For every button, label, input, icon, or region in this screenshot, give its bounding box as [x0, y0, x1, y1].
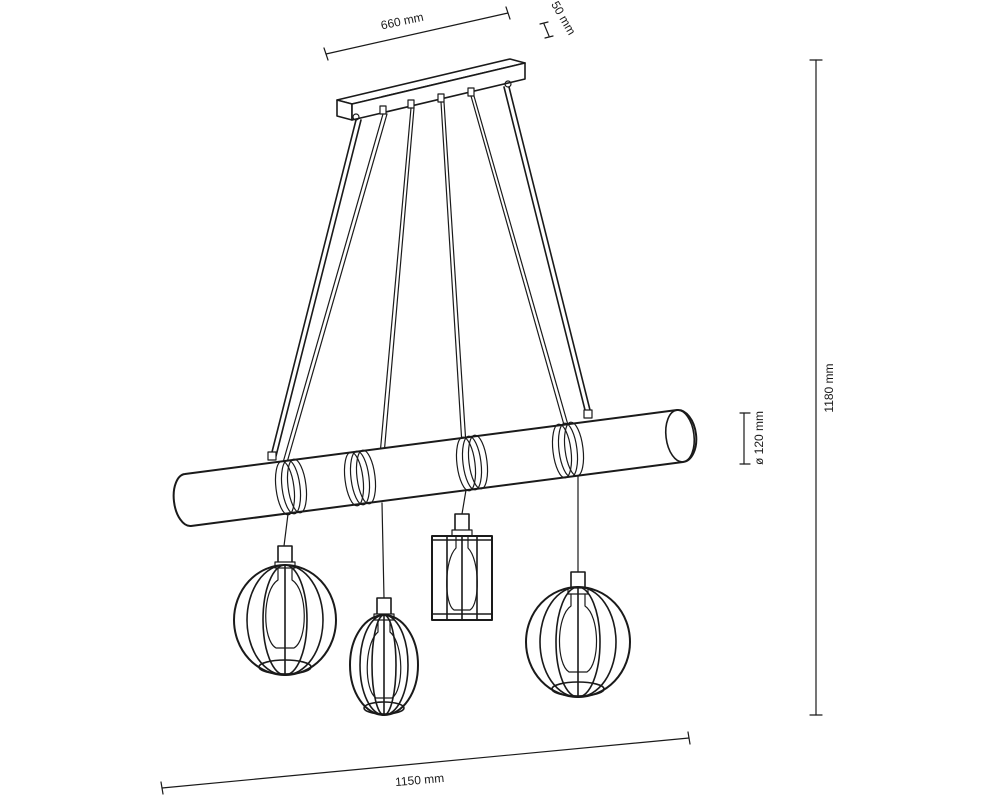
round-cage-shade-right — [525, 571, 631, 698]
ceiling-canopy — [336, 58, 526, 121]
pendant-cords-upper — [281, 95, 571, 467]
wooden-beam — [172, 408, 698, 528]
cord-wrap-3 — [455, 434, 489, 492]
oval-cage-shade — [349, 597, 419, 716]
round-cage-shade — [233, 545, 337, 676]
suspension-cables — [267, 86, 593, 461]
cord-wrap-4 — [551, 421, 585, 479]
dimension-total-width: 1150 mm — [160, 731, 691, 795]
cylinder-cage-shade — [431, 513, 493, 621]
label-canopy-height: 50 mm — [548, 0, 578, 37]
pendant-cords-lower — [283, 475, 579, 599]
cord-wrap-2 — [343, 449, 377, 507]
dimension-canopy-length: 660 mm — [323, 6, 511, 61]
label-beam-diameter: ø 120 mm — [752, 411, 766, 465]
dimension-total-height: 1180 mm — [809, 59, 836, 716]
dimension-beam-diameter: ø 120 mm — [739, 411, 766, 465]
label-canopy-length: 660 mm — [380, 10, 425, 33]
label-total-height: 1180 mm — [822, 363, 836, 412]
label-total-width: 1150 mm — [395, 771, 445, 789]
dimension-canopy-height: 50 mm — [539, 0, 579, 39]
